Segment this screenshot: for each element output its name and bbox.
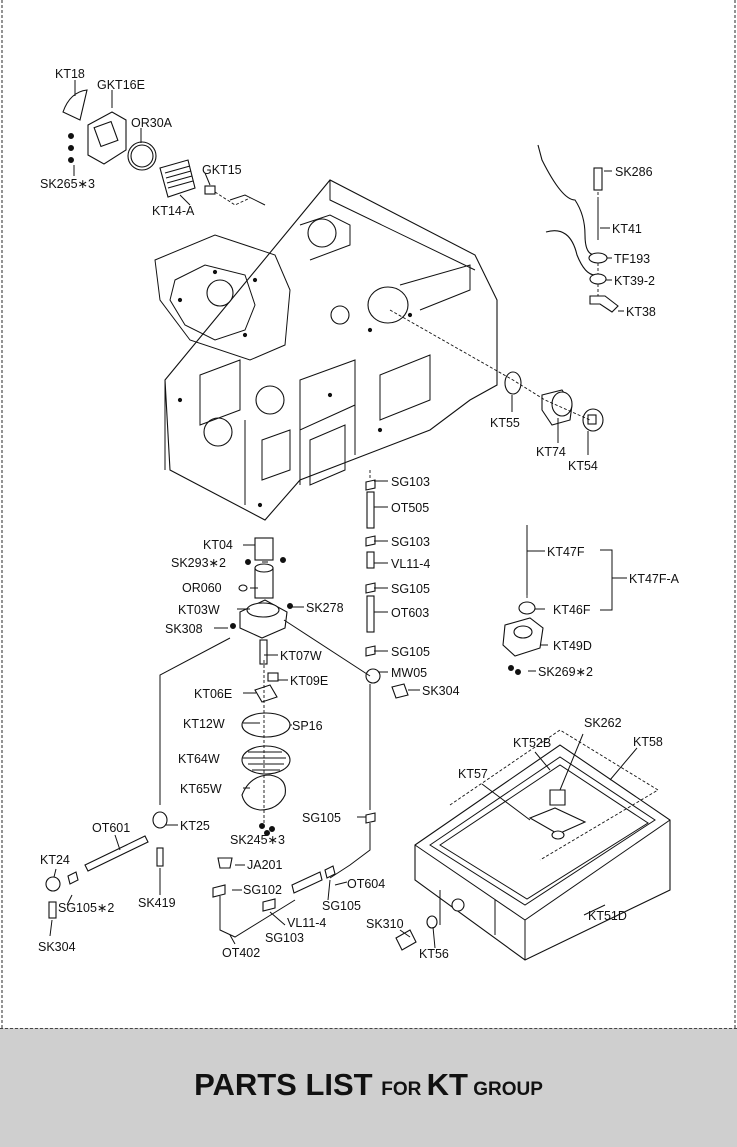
oil-pan-assembly — [395, 729, 671, 961]
label-kt47f: KT47F — [547, 545, 585, 559]
label-sk245x3: SK245∗3 — [230, 833, 285, 847]
label-kt18: KT18 — [55, 67, 85, 81]
label-kt12w: KT12W — [183, 717, 225, 731]
label-sk286: SK286 — [615, 165, 653, 179]
label-kt74: KT74 — [536, 445, 566, 459]
part-labels: KT18 GKT16E OR30A SK265∗3 GKT15 KT14-A S… — [38, 67, 680, 961]
center-tube-column — [329, 470, 409, 879]
label-kt06e: KT06E — [194, 687, 232, 701]
label-sg103-c: SG103 — [265, 931, 304, 945]
label-sk262: SK262 — [584, 716, 622, 730]
label-kt38: KT38 — [626, 305, 656, 319]
label-ot604: OT604 — [347, 877, 385, 891]
label-kt58: KT58 — [633, 735, 663, 749]
label-sk419: SK419 — [138, 896, 176, 910]
label-ot402: OT402 — [222, 946, 260, 960]
label-kt46f: KT46F — [553, 603, 591, 617]
label-gkt16e: GKT16E — [97, 78, 145, 92]
label-vl11-4-b: VL11-4 — [287, 916, 326, 930]
label-kt65w: KT65W — [180, 782, 222, 796]
label-kt41: KT41 — [612, 222, 642, 236]
leader-lines — [49, 80, 638, 949]
label-kt49d: KT49D — [553, 639, 592, 653]
label-sg103-a: SG103 — [391, 475, 430, 489]
footer-title-for: FOR — [381, 1079, 427, 1100]
label-kt14-a: KT14-A — [152, 204, 195, 218]
label-sk304-a: SK304 — [422, 684, 460, 698]
label-sk308: SK308 — [165, 622, 203, 636]
label-kt56: KT56 — [419, 947, 449, 961]
label-sk278: SK278 — [306, 601, 344, 615]
footer-title-group: GROUP — [467, 1079, 543, 1100]
label-kt24: KT24 — [40, 853, 70, 867]
label-sg105-b: SG105 — [391, 645, 430, 659]
label-tf193: TF193 — [614, 252, 650, 266]
label-ot601: OT601 — [92, 821, 130, 835]
footer-banner: PARTS LIST FOR KT GROUP — [0, 1028, 737, 1147]
label-sk310: SK310 — [366, 917, 404, 931]
label-kt64w: KT64W — [178, 752, 220, 766]
lower-hose-assembly — [212, 857, 336, 938]
footer-title-main: PARTS LIST — [194, 1067, 382, 1102]
label-ja201: JA201 — [247, 858, 282, 872]
label-kt47f-a: KT47F-A — [629, 572, 680, 586]
label-kt04: KT04 — [203, 538, 233, 552]
label-sk304-b: SK304 — [38, 940, 76, 954]
label-or060: OR060 — [182, 581, 222, 595]
exploded-parts-diagram: KT18 GKT16E OR30A SK265∗3 GKT15 KT14-A S… — [1, 0, 736, 1028]
label-sk265x3: SK265∗3 — [40, 177, 95, 191]
label-kt07w: KT07W — [280, 649, 322, 663]
left-hose-assembly — [45, 637, 231, 919]
label-sk269x2: SK269∗2 — [538, 665, 593, 679]
kt47f-a-assembly — [502, 525, 627, 675]
side-cover-assembly — [389, 309, 604, 432]
label-sg103-b: SG103 — [391, 535, 430, 549]
label-vl11-4-a: VL11-4 — [391, 557, 430, 571]
label-ot505: OT505 — [391, 501, 429, 515]
label-kt57: KT57 — [458, 767, 488, 781]
label-sg105-c: SG105 — [302, 811, 341, 825]
filter-assembly — [62, 89, 251, 206]
label-ot603: OT603 — [391, 606, 429, 620]
label-kt54: KT54 — [568, 459, 598, 473]
footer-title: PARTS LIST FOR KT GROUP — [0, 1067, 737, 1103]
label-or30a: OR30A — [131, 116, 173, 130]
main-casting — [154, 179, 498, 521]
label-kt55: KT55 — [490, 416, 520, 430]
label-sp16: SP16 — [292, 719, 323, 733]
label-gkt15: GKT15 — [202, 163, 242, 177]
label-kt25: KT25 — [180, 819, 210, 833]
label-sg105x2: SG105∗2 — [58, 901, 114, 915]
label-sg102: SG102 — [243, 883, 282, 897]
footer-title-group-code: KT — [426, 1067, 468, 1102]
bar-assembly — [537, 144, 619, 313]
label-sk293x2: SK293∗2 — [171, 556, 226, 570]
label-sg105-d: SG105 — [322, 899, 361, 913]
label-mw05: MW05 — [391, 666, 427, 680]
label-sg105-a: SG105 — [391, 582, 430, 596]
label-kt52b: KT52B — [513, 736, 551, 750]
label-kt09e: KT09E — [290, 674, 328, 688]
label-kt39-2: KT39-2 — [614, 274, 655, 288]
label-kt03w: KT03W — [178, 603, 220, 617]
label-kt51d: KT51D — [588, 909, 627, 923]
center-stack — [230, 537, 371, 836]
